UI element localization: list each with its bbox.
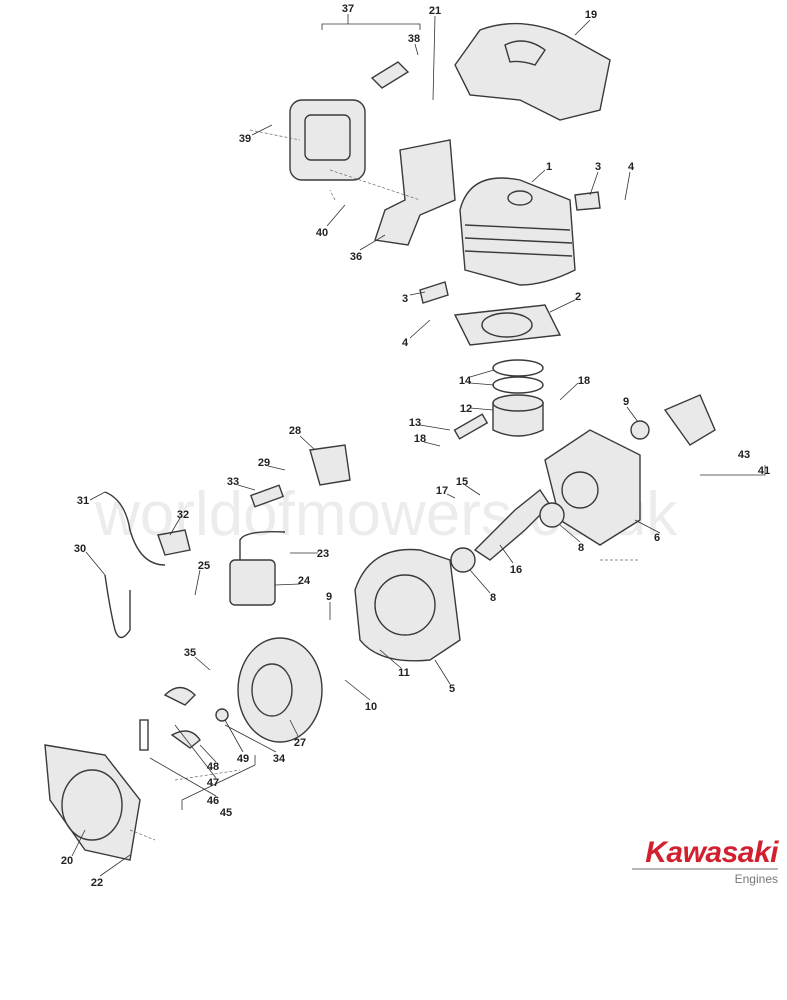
part-label: 41: [758, 465, 770, 477]
part-label: 24: [298, 575, 311, 587]
part-gasket-small: [574, 191, 601, 211]
part-label: 39: [239, 133, 251, 145]
part-label: 34: [273, 753, 286, 765]
part-heat-shield: [374, 139, 456, 246]
part-label: 46: [207, 795, 219, 807]
part-muffler: [289, 99, 366, 181]
part-label: 33: [227, 476, 239, 488]
part-label: 38: [408, 33, 420, 45]
part-piston-ring: [492, 359, 544, 377]
part-label: 37: [342, 3, 354, 15]
part-spark-plug: [249, 484, 285, 508]
part-label: 18: [578, 375, 590, 387]
part-label: 11: [398, 667, 410, 679]
part-label: 22: [91, 877, 103, 889]
part-bearing: [450, 547, 476, 573]
part-label: 48: [207, 761, 219, 773]
part-oil-seal: [630, 420, 650, 440]
part-label: 49: [237, 753, 249, 765]
logo-brand: Kawasaki: [632, 838, 779, 870]
part-label: 3: [595, 161, 601, 173]
part-crankcase-left: [354, 548, 461, 662]
part-label: 14: [459, 375, 472, 387]
part-label: 6: [654, 532, 660, 544]
part-label: 35: [184, 647, 196, 659]
part-wire-clip: [157, 529, 191, 556]
part-starter-housing: [44, 744, 141, 861]
part-piston: [492, 402, 544, 437]
part-label: 29: [258, 457, 270, 469]
part-label: 17: [436, 485, 448, 497]
part-pawl: [163, 686, 196, 706]
part-label: 43: [738, 449, 750, 461]
part-label: 5: [449, 683, 455, 695]
part-label: 32: [177, 509, 189, 521]
logo-subtitle: Engines: [734, 872, 778, 886]
part-stop-wire: [104, 491, 166, 566]
part-label: 45: [220, 807, 232, 819]
part-label: 4: [402, 337, 409, 349]
part-label: 4: [628, 161, 635, 173]
part-bearing: [539, 502, 565, 528]
part-label: 1: [546, 161, 552, 173]
part-label: 31: [77, 495, 89, 507]
part-label: 18: [414, 433, 426, 445]
part-piston-pin: [453, 413, 489, 440]
kawasaki-logo: Kawasaki Engines: [632, 838, 779, 886]
part-switch-housing: [663, 394, 716, 446]
part-cylinder: [459, 177, 576, 286]
part-ignition-coil: [229, 559, 276, 606]
part-label: 36: [350, 251, 362, 263]
part-label: 47: [207, 777, 219, 789]
part-label: 13: [409, 417, 421, 429]
part-label: 20: [61, 855, 73, 867]
part-label: 23: [317, 548, 329, 560]
part-ground-wire: [104, 574, 131, 639]
part-cover: [454, 22, 611, 121]
part-label: 21: [429, 5, 441, 17]
part-label: 2: [575, 291, 581, 303]
part-gasket-small: [419, 281, 449, 304]
part-bracket: [370, 61, 410, 89]
part-label: 3: [402, 293, 408, 305]
part-label: 25: [198, 560, 210, 572]
part-flywheel: [237, 637, 323, 743]
part-label: 9: [326, 591, 332, 603]
part-label: 27: [294, 737, 306, 749]
part-label: 15: [456, 476, 468, 488]
part-label: 10: [365, 701, 377, 713]
part-label: 28: [289, 425, 301, 437]
part-label: 8: [490, 592, 496, 604]
part-label: 19: [585, 9, 597, 21]
part-cylinder-gasket: [453, 304, 562, 346]
part-spring: [139, 719, 149, 751]
part-label: 40: [316, 227, 328, 239]
part-plug-cap: [309, 444, 351, 486]
part-label: 16: [510, 564, 522, 576]
part-label: 8: [578, 542, 584, 554]
part-piston-ring: [492, 376, 544, 394]
part-label: 30: [74, 543, 86, 555]
part-nut: [215, 708, 229, 722]
part-label: 9: [623, 396, 629, 408]
part-label: 12: [460, 403, 472, 415]
